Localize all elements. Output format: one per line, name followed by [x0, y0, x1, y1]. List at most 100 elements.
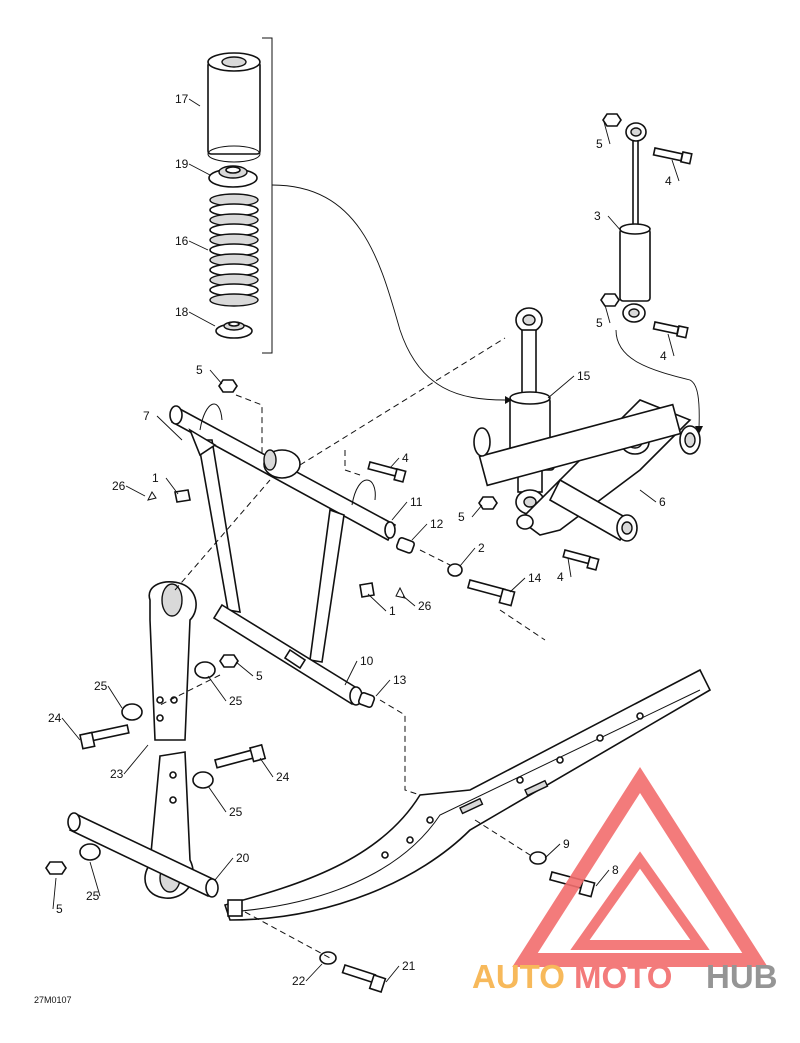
- callout-c7: 7: [143, 409, 150, 423]
- watermark-text-hub: HUB: [706, 958, 778, 995]
- reference-code: 27M0107: [34, 995, 72, 1005]
- part-18-lower-seat: [215, 321, 253, 339]
- callout-c4c: 4: [402, 451, 409, 465]
- part-6-rear-arm-bracket: [473, 399, 701, 542]
- leader-c5a: [603, 121, 611, 145]
- leader-c24b: [259, 757, 274, 778]
- leader-c23: [123, 744, 149, 775]
- spring-kit: [207, 37, 273, 354]
- leader-c15: [547, 375, 575, 399]
- callout-c15: 15: [577, 369, 591, 383]
- callout-c4a: 4: [665, 174, 672, 188]
- callout-c8: 8: [612, 863, 619, 877]
- leader-c11: [391, 501, 408, 521]
- leader-c1a: [165, 477, 179, 495]
- callout-c17: 17: [175, 92, 189, 106]
- leader-c16: [188, 240, 209, 251]
- leader-c4a: [671, 159, 680, 182]
- leader-c22: [305, 963, 323, 982]
- callout-c2: 2: [478, 541, 485, 555]
- leader-c25b: [207, 675, 227, 702]
- leader-c17: [188, 98, 201, 107]
- callout-c5a: 5: [596, 137, 603, 151]
- part-23-links: [45, 581, 267, 899]
- callout-c9: 9: [563, 837, 570, 851]
- callout-c5f: 5: [56, 902, 63, 916]
- leader-c7: [156, 415, 183, 441]
- leader-c1b: [367, 593, 387, 612]
- leader-c5c: [209, 369, 223, 385]
- leader-c25c: [207, 785, 227, 813]
- callout-c10: 10: [360, 654, 374, 668]
- callout-c4d: 4: [557, 570, 564, 584]
- callout-c6: 6: [659, 495, 666, 509]
- leader-c3: [607, 215, 623, 233]
- slide-rail: [223, 668, 712, 921]
- callout-c20: 20: [236, 851, 250, 865]
- leader-c14: [509, 577, 526, 593]
- callout-c21: 21: [402, 959, 416, 973]
- callout-c25c: 25: [229, 805, 243, 819]
- kit-to-shock-arrow: [271, 184, 506, 401]
- leader-c5d: [471, 504, 483, 518]
- leader-c6: [639, 489, 657, 503]
- part-3-small-shock: [600, 113, 693, 339]
- alignment-lines: [159, 337, 546, 959]
- leader-c4b: [667, 333, 675, 357]
- leader-c10: [344, 660, 358, 686]
- callout-c5d: 5: [458, 510, 465, 524]
- watermark-text-moto: MOTO: [574, 958, 672, 995]
- callout-c23: 23: [110, 767, 124, 781]
- leader-c5e: [235, 661, 254, 677]
- shock3-route-line: [615, 329, 700, 429]
- leader-c25a: [107, 685, 123, 709]
- leader-c18: [188, 311, 216, 327]
- leader-c2: [459, 547, 476, 567]
- part-19-spring-seat: [208, 165, 258, 188]
- watermark-text-auto: AUTO: [472, 958, 565, 995]
- leader-c19: [188, 163, 211, 176]
- callout-c25d: 25: [86, 889, 100, 903]
- callout-c24b: 24: [276, 770, 290, 784]
- callout-c1a: 1: [152, 471, 159, 485]
- leader-c26b: [402, 595, 416, 607]
- callout-c26b: 26: [418, 599, 432, 613]
- callout-c19: 19: [175, 157, 189, 171]
- part-16-coil-spring: [209, 193, 259, 307]
- leader-c9: [544, 843, 561, 859]
- leader-c5f: [52, 877, 57, 910]
- leader-c8: [595, 869, 610, 887]
- part-7-front-arm: [169, 403, 397, 706]
- front-arm-hardware: [147, 379, 600, 709]
- part-15-main-shock: [505, 307, 555, 515]
- callout-c5e: 5: [256, 669, 263, 683]
- part-17-boot: [207, 52, 261, 163]
- callout-c16: 16: [175, 234, 189, 248]
- leader-c13: [375, 679, 391, 697]
- watermark-inner-triangle-icon: [570, 851, 710, 950]
- spring-coil: [209, 293, 259, 307]
- automotohub-watermark: AUTO MOTO HUB: [472, 766, 778, 995]
- callout-c11: 11: [410, 495, 423, 509]
- callout-c26a: 26: [112, 479, 126, 493]
- arrow-head: [505, 396, 512, 404]
- callout-c25b: 25: [229, 694, 243, 708]
- callout-c14: 14: [528, 571, 542, 585]
- leader-c21: [385, 965, 400, 983]
- callout-c18: 18: [175, 305, 189, 319]
- leader-c4d: [567, 557, 572, 578]
- kit-bracket: [262, 37, 273, 354]
- callout-c25a: 25: [94, 679, 108, 693]
- callout-c24a: 24: [48, 711, 62, 725]
- callout-c3: 3: [594, 209, 601, 223]
- leader-c4c: [389, 457, 400, 469]
- callout-c22: 22: [292, 974, 306, 988]
- callout-c5b: 5: [596, 316, 603, 330]
- leader-c5b: [604, 304, 611, 324]
- leader-c26a: [125, 485, 146, 497]
- leader-c20: [214, 857, 234, 881]
- watermark-triangle-icon: [512, 766, 768, 967]
